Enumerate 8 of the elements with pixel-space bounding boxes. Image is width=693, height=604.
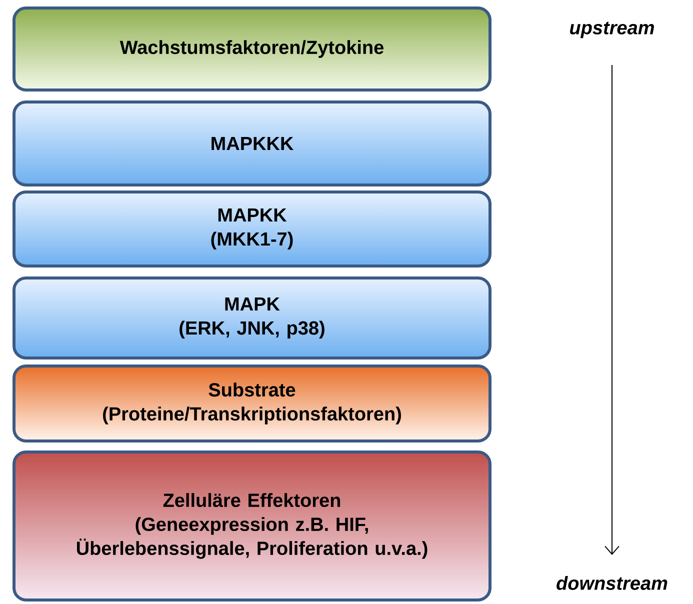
process-box: Wachstumsfaktoren/Zytokine <box>12 6 492 92</box>
process-box: Zelluläre Effektoren (Geneexpression z.B. HIF, Überlebenssignale, Proliferation u.v.a.) <box>12 450 492 602</box>
process-box: MAPKKK <box>12 100 492 186</box>
direction-label: downstream <box>556 576 668 590</box>
process-box: MAPK (ERK, JNK, p38) <box>12 276 492 360</box>
direction-label: upstream <box>570 22 654 38</box>
process-box: Substrate (Proteine/Transkriptionsfaktoren) <box>12 364 492 442</box>
process-box: MAPKK (MKK1-7) <box>12 190 492 268</box>
